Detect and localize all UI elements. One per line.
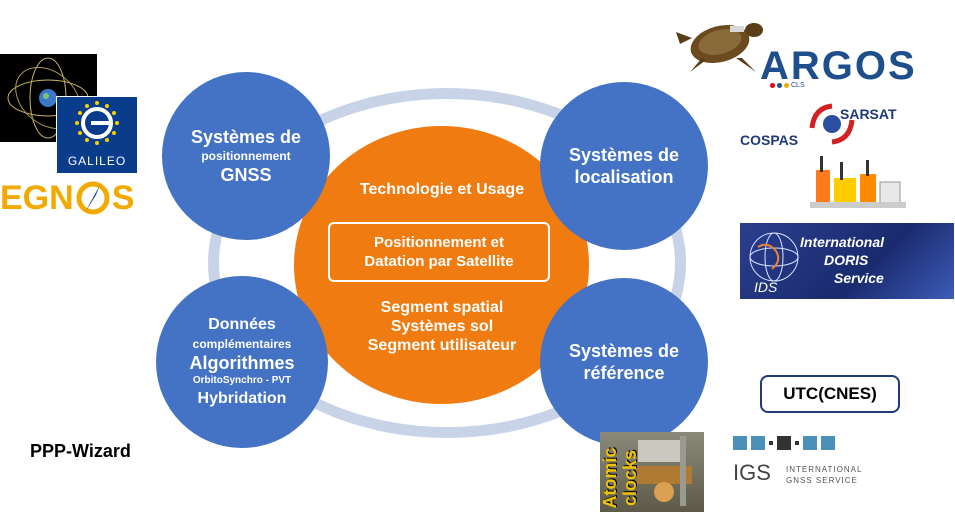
node-gnss-l1: Systèmes de (190, 127, 302, 147)
egnos-label-start: EGN (0, 178, 74, 217)
center-segments: Segment spatial Systèmes sol Segment uti… (318, 298, 566, 355)
node-loc-l1: Systèmes de (568, 145, 680, 165)
constellation-image (0, 54, 97, 142)
cospas-sarsat-logo: COSPAS SARSAT (740, 98, 910, 210)
center-seg-sol: Systèmes sol (390, 318, 494, 335)
dot-red-icon (770, 83, 775, 88)
igs-square-icon (821, 436, 835, 450)
igs-square-icon (733, 436, 747, 450)
node-gnss: Systèmes de positionnement GNSS (162, 72, 330, 240)
igs-square-icon (751, 436, 765, 450)
center-box-line2: Datation par Satellite (364, 253, 514, 270)
dot-yellow-icon (784, 83, 789, 88)
compass-icon (76, 181, 110, 215)
atomic-clocks-label: Atomic clocks (600, 438, 640, 512)
connecting-ring (208, 88, 686, 438)
sarsat-emblem-icon (809, 103, 855, 145)
igs-square-icon (803, 436, 817, 450)
igs-squares (733, 433, 863, 453)
egnos-logo: EGN S (0, 176, 160, 220)
node-don-l4: OrbitoSynchro - PVT (192, 375, 292, 386)
node-don-l3: Algorithmes (189, 353, 295, 373)
galileo-logo: GALILEO (56, 96, 138, 174)
node-don-l2: complémentaires (192, 337, 292, 351)
igs-square-icon (777, 436, 791, 450)
center-title: Technologie et Usage (359, 181, 525, 198)
node-reference: Systèmes de référence (540, 278, 708, 446)
atomic-l1: Atomic (600, 447, 620, 509)
central-circle (294, 126, 589, 404)
galileo-label: GALILEO (67, 154, 127, 168)
node-don-l5: Hybridation (197, 390, 287, 407)
ppp-wizard-label: PPP-Wizard (30, 441, 131, 461)
globe-icon (749, 232, 799, 282)
constellation-orbits-icon (7, 57, 89, 139)
node-gnss-l3: GNSS (220, 165, 272, 185)
cls-mark: CLS (770, 82, 805, 89)
ids-text: International DORIS Service (800, 233, 884, 287)
center-highlight-box: Positionnement et Datation par Satellite (328, 222, 550, 282)
egnos-label-end: S (111, 178, 135, 217)
node-localisation: Systèmes de localisation (540, 82, 708, 250)
dot-blue-icon (777, 83, 782, 88)
beacons-image (810, 152, 906, 208)
cospas-label: COSPAS (740, 132, 799, 148)
igs-subtitle: INTERNATIONAL GNSS SERVICE (786, 464, 862, 486)
node-gnss-l2: positionnement (201, 149, 291, 163)
igs-label: IGS (733, 460, 771, 485)
node-ref-l1: Systèmes de (568, 341, 680, 361)
center-seg-spatial: Segment spatial (380, 299, 504, 316)
ids-line1: International (800, 234, 885, 250)
center-box-line1: Positionnement et (373, 234, 504, 251)
cls-label: CLS (791, 82, 805, 89)
beacons-icon (810, 156, 906, 208)
igs-dot-icon (795, 441, 799, 445)
ids-line3: Service (834, 270, 884, 286)
eu-stars-icon (75, 101, 119, 145)
igs-dot-icon (769, 441, 773, 445)
atomic-l2: clocks (620, 449, 640, 507)
sarsat-label: SARSAT (840, 106, 897, 122)
node-loc-l2: localisation (574, 167, 674, 187)
igs-sub1: INTERNATIONAL (786, 465, 863, 474)
node-donnees: Données complémentaires Algorithmes Orbi… (156, 276, 328, 448)
atomic-clocks-image: Atomic clocks (600, 432, 704, 512)
ids-abbr: IDS (754, 279, 778, 295)
node-don-l1: Données (208, 316, 276, 333)
utc-cnes-box: UTC(CNES) (760, 375, 900, 413)
ids-logo: International DORIS Service IDS (740, 223, 954, 299)
center-seg-user: Segment utilisateur (367, 337, 517, 354)
igs-sub2: GNSS SERVICE (786, 476, 858, 485)
turtle-icon (676, 23, 763, 72)
clock-apparatus-icon (636, 436, 692, 506)
ids-line2: DORIS (824, 252, 869, 268)
node-ref-l2: référence (583, 363, 665, 383)
argos-label: ARGOS (760, 44, 917, 88)
turtle-image (672, 4, 768, 76)
